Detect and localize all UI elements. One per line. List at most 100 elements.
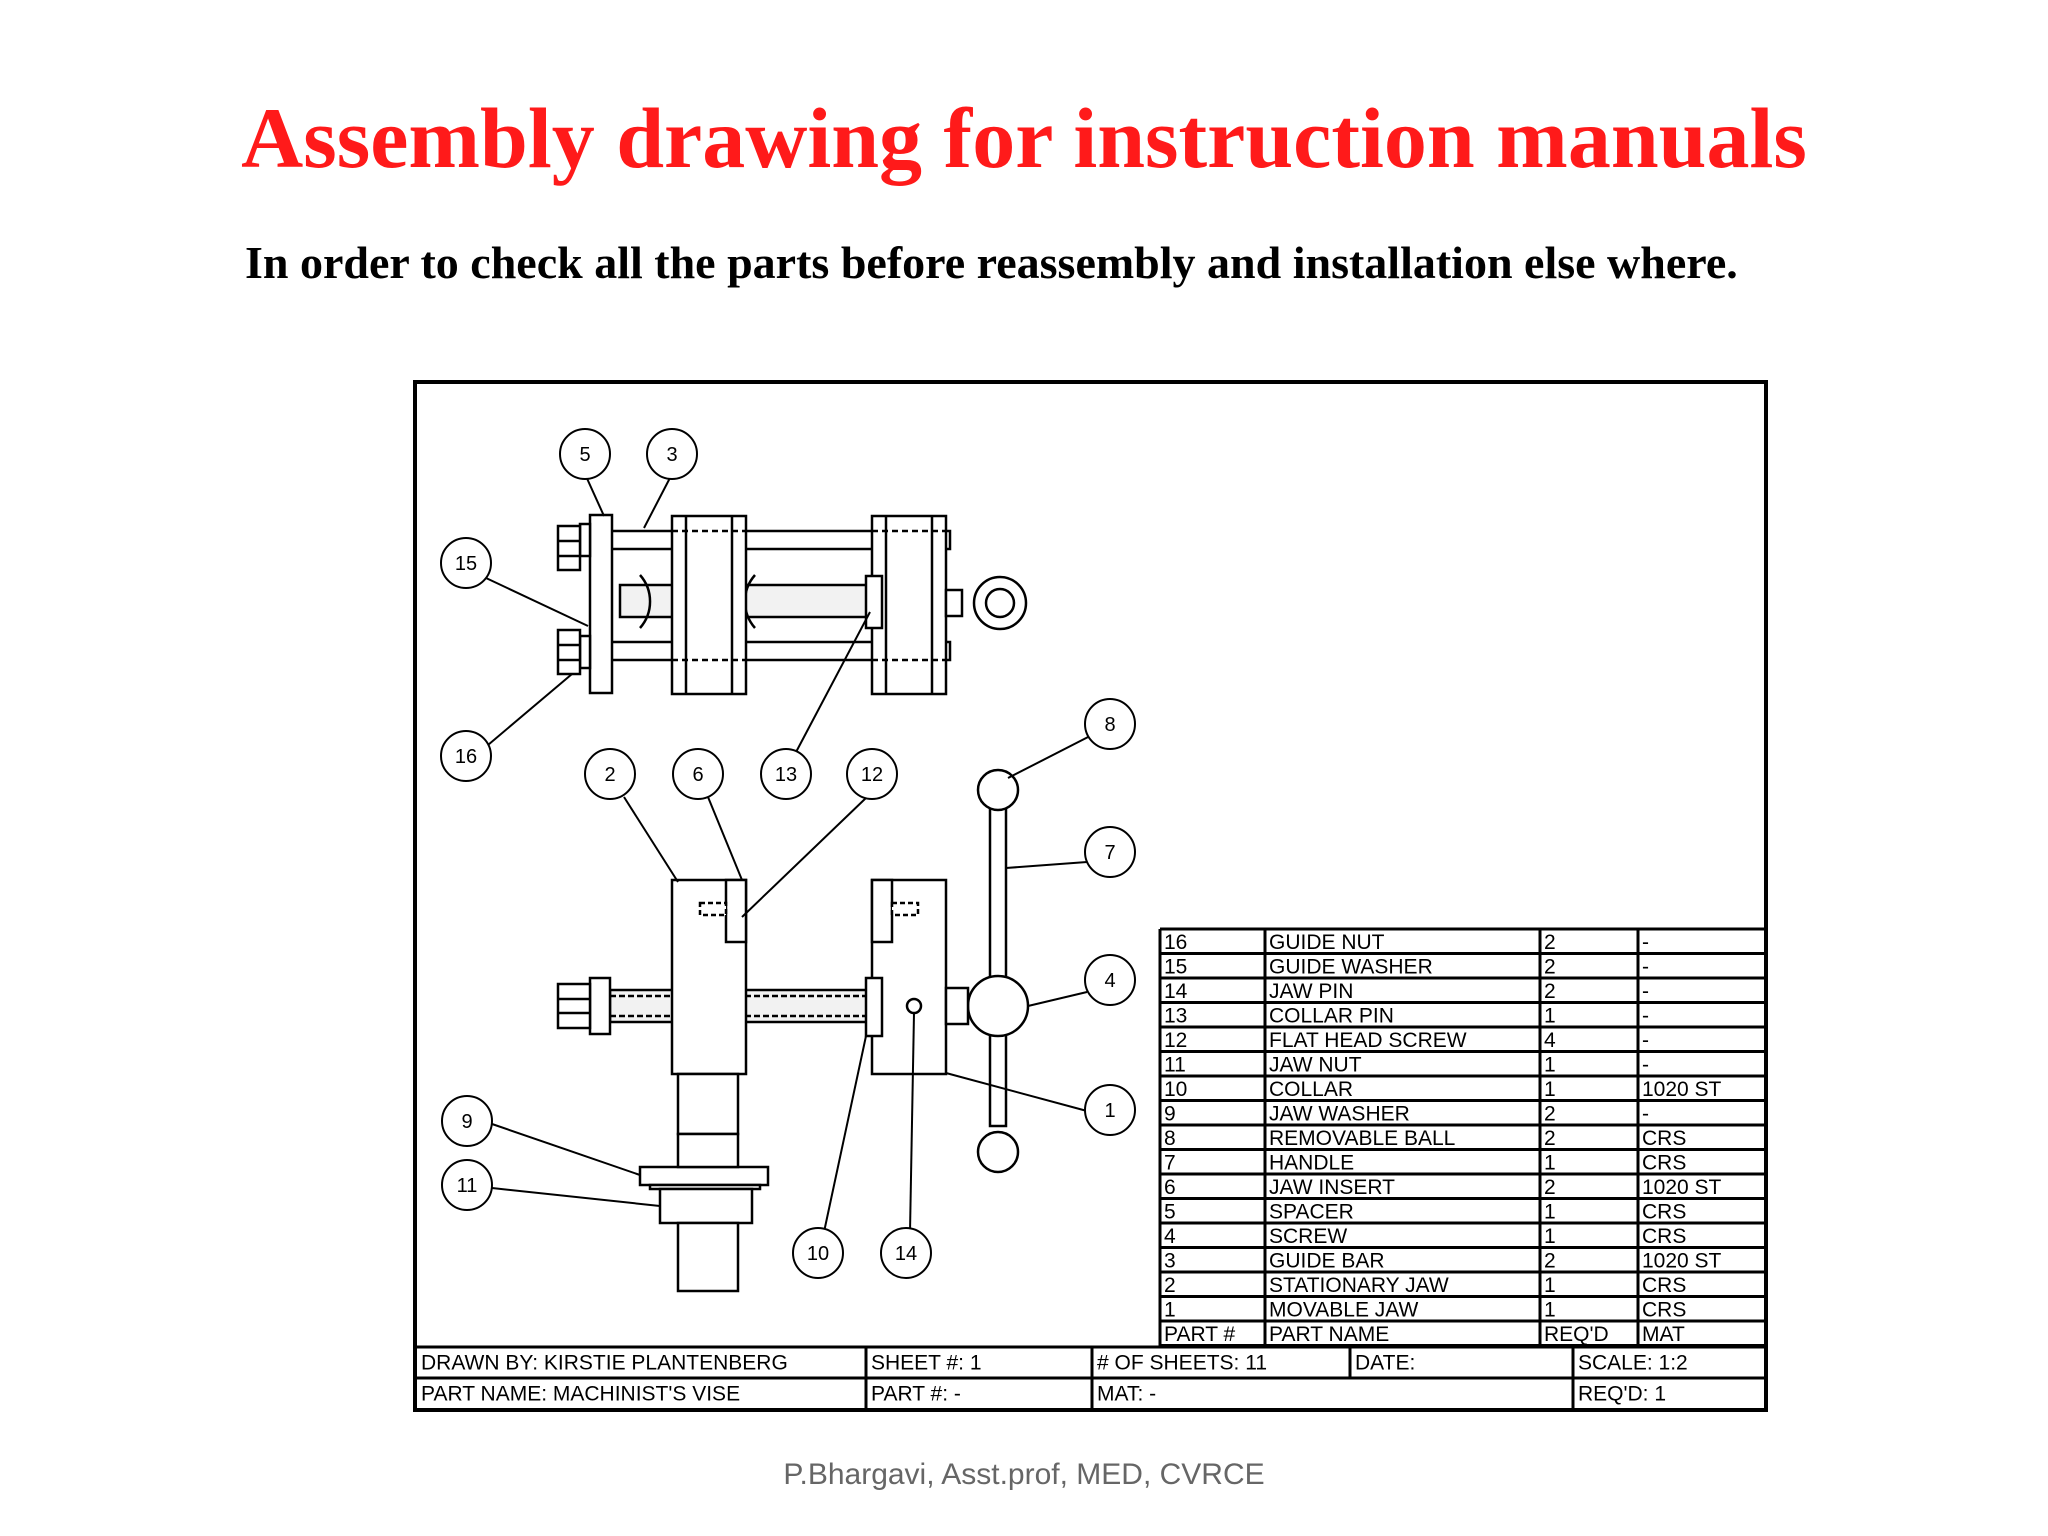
balloon: 5 xyxy=(559,428,611,480)
guide-washer-lower xyxy=(578,634,592,670)
balloon: 13 xyxy=(760,748,812,800)
bom-cell: 6 xyxy=(1164,1176,1176,1199)
bom-cell: 2 xyxy=(1544,931,1556,954)
bom-cell: 2 xyxy=(1544,980,1556,1003)
balloon-label: 1 xyxy=(1104,1100,1115,1122)
bom-cell: 1 xyxy=(1544,1274,1556,1297)
bom-cell: 1020 ST xyxy=(1642,1176,1722,1199)
balloon-label: 3 xyxy=(666,444,677,466)
bom-cell: 1 xyxy=(1544,1004,1556,1027)
bom-cell: REMOVABLE BALL xyxy=(1269,1127,1455,1150)
stationary-jaw-top xyxy=(670,514,748,696)
bom-cell: 3 xyxy=(1164,1249,1176,1272)
bom-cell: GUIDE NUT xyxy=(1269,931,1385,954)
bom-cell: 15 xyxy=(1164,955,1187,978)
bom-cell: - xyxy=(1642,955,1649,978)
balloon: 4 xyxy=(1084,954,1136,1006)
balloon: 2 xyxy=(584,748,636,800)
front-view xyxy=(556,768,1030,1293)
bom-header-cell: PART # xyxy=(1164,1323,1236,1346)
balloon: 11 xyxy=(441,1159,493,1211)
balloon-label: 12 xyxy=(861,764,883,786)
jaw-insert-right xyxy=(870,878,894,944)
jaw-pin-front xyxy=(905,997,923,1015)
balloon-label: 14 xyxy=(895,1243,917,1265)
guide-nut-lower xyxy=(556,628,582,676)
bom-cell: HANDLE xyxy=(1269,1151,1354,1174)
bom-cell: STATIONARY JAW xyxy=(1269,1274,1449,1297)
required-quantity: REQ'D: 1 xyxy=(1578,1383,1666,1406)
screw-top xyxy=(618,583,882,619)
bom-cell: JAW WASHER xyxy=(1269,1102,1410,1125)
bom-cell: 2 xyxy=(1544,1176,1556,1199)
bom-cell: 9 xyxy=(1164,1102,1176,1125)
bom-cell: GUIDE BAR xyxy=(1269,1249,1385,1272)
bom-cell: MOVABLE JAW xyxy=(1269,1298,1419,1321)
bom-cell: 1 xyxy=(1544,1078,1556,1101)
balloon-label: 9 xyxy=(461,1111,472,1133)
part-name: PART NAME: MACHINIST'S VISE xyxy=(421,1383,740,1406)
leader-lines xyxy=(485,473,1093,1233)
bom-cell: 1 xyxy=(1164,1298,1176,1321)
bom-cell: FLAT HEAD SCREW xyxy=(1269,1029,1467,1052)
bom-cell: JAW PIN xyxy=(1269,980,1353,1003)
bom-cell: - xyxy=(1642,931,1649,954)
bom-cell: SPACER xyxy=(1269,1200,1354,1223)
stem-lower xyxy=(676,1132,740,1169)
balloon: 7 xyxy=(1084,826,1136,878)
bom-cell: 2 xyxy=(1544,955,1556,978)
top-view xyxy=(556,513,1028,696)
bom-cell: COLLAR xyxy=(1269,1078,1353,1101)
bom-cell: JAW INSERT xyxy=(1269,1176,1395,1199)
balloon-label: 4 xyxy=(1104,970,1115,992)
bom-cell: 1 xyxy=(1544,1151,1556,1174)
balloon-label: 5 xyxy=(579,444,590,466)
bom-cell: COLLAR PIN xyxy=(1269,1004,1394,1027)
sheet-number: SHEET #: 1 xyxy=(871,1352,982,1375)
bom-cell: 2 xyxy=(1544,1249,1556,1272)
jaw-nut xyxy=(658,1187,754,1225)
date: DATE: xyxy=(1355,1352,1415,1375)
bom-cell: 11 xyxy=(1164,1053,1186,1076)
balloon: 8 xyxy=(1084,698,1136,750)
balloon-label: 11 xyxy=(457,1175,478,1197)
bom-cell: CRS xyxy=(1642,1151,1686,1174)
balloon: 14 xyxy=(880,1227,932,1279)
bom-cell: - xyxy=(1642,980,1649,1003)
bom-cell: 1020 ST xyxy=(1642,1249,1722,1272)
bom-cell: 14 xyxy=(1164,980,1188,1003)
balloon: 9 xyxy=(441,1095,493,1147)
bom-cell: 4 xyxy=(1164,1225,1176,1248)
removable-ball-bottom xyxy=(976,1130,1020,1174)
jaw-washer xyxy=(638,1165,770,1187)
slide-footer: P.Bhargavi, Asst.prof, MED, CVRCE xyxy=(783,1458,1265,1491)
bom-cell: CRS xyxy=(1642,1298,1686,1321)
bom-cell: - xyxy=(1642,1029,1649,1052)
balloon-label: 15 xyxy=(455,553,477,575)
spacer-top xyxy=(588,513,614,695)
jaw-stem xyxy=(676,1072,740,1136)
bom-cell: GUIDE WASHER xyxy=(1269,955,1433,978)
bom-cell: 2 xyxy=(1544,1102,1556,1125)
balloon-label: 8 xyxy=(1104,714,1115,736)
slide-subtitle: In order to check all the parts before r… xyxy=(245,237,1738,288)
balloon-label: 16 xyxy=(455,746,477,768)
bom-cell: CRS xyxy=(1642,1274,1686,1297)
bom-cell: 10 xyxy=(1164,1078,1187,1101)
balloon: 15 xyxy=(440,537,492,589)
bom-cell: - xyxy=(1642,1102,1649,1125)
bom-cell: JAW NUT xyxy=(1269,1053,1362,1076)
balloon: 16 xyxy=(440,730,492,782)
balloon-group: 5 3 15 16 2 6 13 12 8 7 4 1 9 11 10 14 xyxy=(440,428,1136,1279)
handle xyxy=(988,804,1008,1128)
material: MAT: - xyxy=(1097,1383,1156,1406)
bom-cell: 2 xyxy=(1164,1274,1176,1297)
balloon: 12 xyxy=(846,748,898,800)
number-of-sheets: # OF SHEETS: 11 xyxy=(1097,1352,1267,1375)
jaw-insert-left xyxy=(724,878,748,944)
title-block xyxy=(415,1345,1766,1410)
drawn-by: DRAWN BY: KIRSTIE PLANTENBERG xyxy=(421,1352,788,1375)
bom-cell: 1 xyxy=(1544,1298,1556,1321)
balloon: 1 xyxy=(1084,1084,1136,1136)
